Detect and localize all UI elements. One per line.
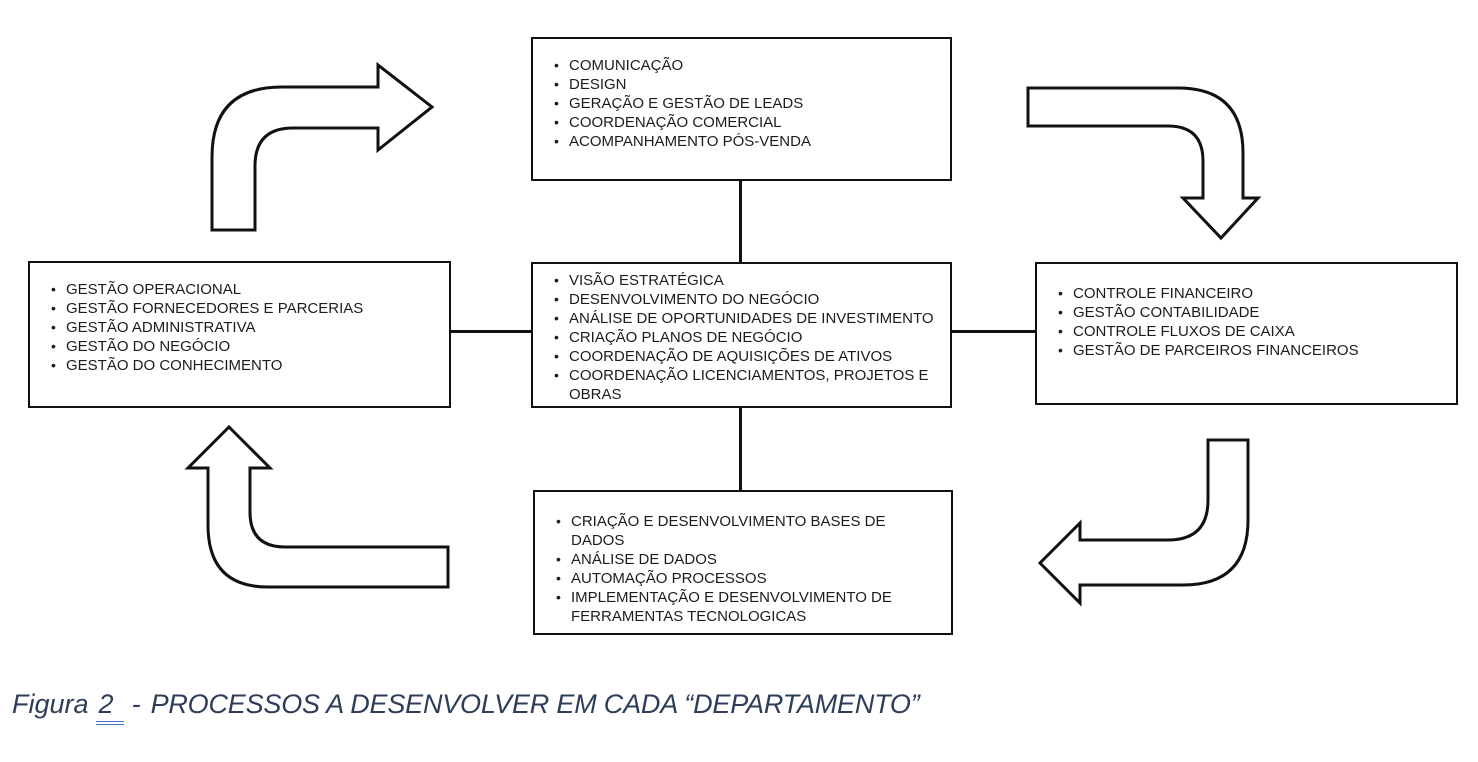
curved-arrow-left-up-icon — [184, 424, 450, 589]
process-item: GESTÃO OPERACIONAL — [30, 280, 437, 299]
process-item: COORDENAÇÃO DE AQUISIÇÕES DE ATIVOS — [533, 347, 938, 366]
process-item: ACOMPANHAMENTO PÓS-VENDA — [533, 132, 938, 151]
process-item: CRIAÇÃO E DESENVOLVIMENTO BASES DE DADOS — [535, 512, 939, 550]
process-item: COORDENAÇÃO LICENCIAMENTOS, PROJETOS E O… — [533, 366, 938, 404]
department-box-left: GESTÃO OPERACIONALGESTÃO FORNECEDORES E … — [28, 261, 451, 408]
process-item: GESTÃO CONTABILIDADE — [1037, 303, 1444, 322]
process-item: GESTÃO FORNECEDORES E PARCERIAS — [30, 299, 437, 318]
process-item: ANÁLISE DE DADOS — [535, 550, 939, 569]
process-list-right: CONTROLE FINANCEIROGESTÃO CONTABILIDADEC… — [1037, 284, 1456, 360]
curved-arrow-down-left-icon — [1037, 438, 1250, 607]
process-item: GESTÃO ADMINISTRATIVA — [30, 318, 437, 337]
curved-arrow-up-right-icon — [210, 61, 435, 232]
department-box-right: CONTROLE FINANCEIROGESTÃO CONTABILIDADEC… — [1035, 262, 1458, 405]
process-item: GERAÇÃO E GESTÃO DE LEADS — [533, 94, 938, 113]
process-item: AUTOMAÇÃO PROCESSOS — [535, 569, 939, 588]
process-item: DESIGN — [533, 75, 938, 94]
caption-label: Figura — [12, 689, 89, 719]
connector-center-to-right — [950, 330, 1037, 333]
curved-arrow-right-down-icon — [1026, 86, 1262, 241]
process-item: IMPLEMENTAÇÃO E DESENVOLVIMENTO DE FERRA… — [535, 588, 939, 626]
process-list-center: VISÃO ESTRATÉGICADESENVOLVIMENTO DO NEGÓ… — [533, 271, 950, 404]
process-list-top: COMUNICAÇÃODESIGNGERAÇÃO E GESTÃO DE LEA… — [533, 56, 950, 151]
process-item: ANÁLISE DE OPORTUNIDADES DE INVESTIMENTO — [533, 309, 938, 328]
process-item: COORDENAÇÃO COMERCIAL — [533, 113, 938, 132]
process-item: GESTÃO DE PARCEIROS FINANCEIROS — [1037, 341, 1444, 360]
connector-center-to-bottom — [739, 406, 742, 492]
process-item: COMUNICAÇÃO — [533, 56, 938, 75]
caption-title: PROCESSOS A DESENVOLVER EM CADA “DEPARTA… — [150, 689, 920, 719]
caption-figure-number: 2 — [95, 689, 124, 725]
connector-center-to-top — [739, 179, 742, 264]
connector-center-to-left — [449, 330, 533, 333]
process-item: GESTÃO DO CONHECIMENTO — [30, 356, 437, 375]
process-item: CRIAÇÃO PLANOS DE NEGÓCIO — [533, 328, 938, 347]
process-item: DESENVOLVIMENTO DO NEGÓCIO — [533, 290, 938, 309]
caption-separator: - — [131, 689, 141, 719]
process-item: GESTÃO DO NEGÓCIO — [30, 337, 437, 356]
department-box-center: VISÃO ESTRATÉGICADESENVOLVIMENTO DO NEGÓ… — [531, 262, 952, 408]
process-item: VISÃO ESTRATÉGICA — [533, 271, 938, 290]
process-item: CONTROLE FINANCEIRO — [1037, 284, 1444, 303]
department-box-bottom: CRIAÇÃO E DESENVOLVIMENTO BASES DE DADOS… — [533, 490, 953, 635]
process-list-bottom: CRIAÇÃO E DESENVOLVIMENTO BASES DE DADOS… — [535, 512, 951, 626]
department-box-top: COMUNICAÇÃODESIGNGERAÇÃO E GESTÃO DE LEA… — [531, 37, 952, 181]
process-list-left: GESTÃO OPERACIONALGESTÃO FORNECEDORES E … — [30, 280, 449, 375]
process-item: CONTROLE FLUXOS DE CAIXA — [1037, 322, 1444, 341]
